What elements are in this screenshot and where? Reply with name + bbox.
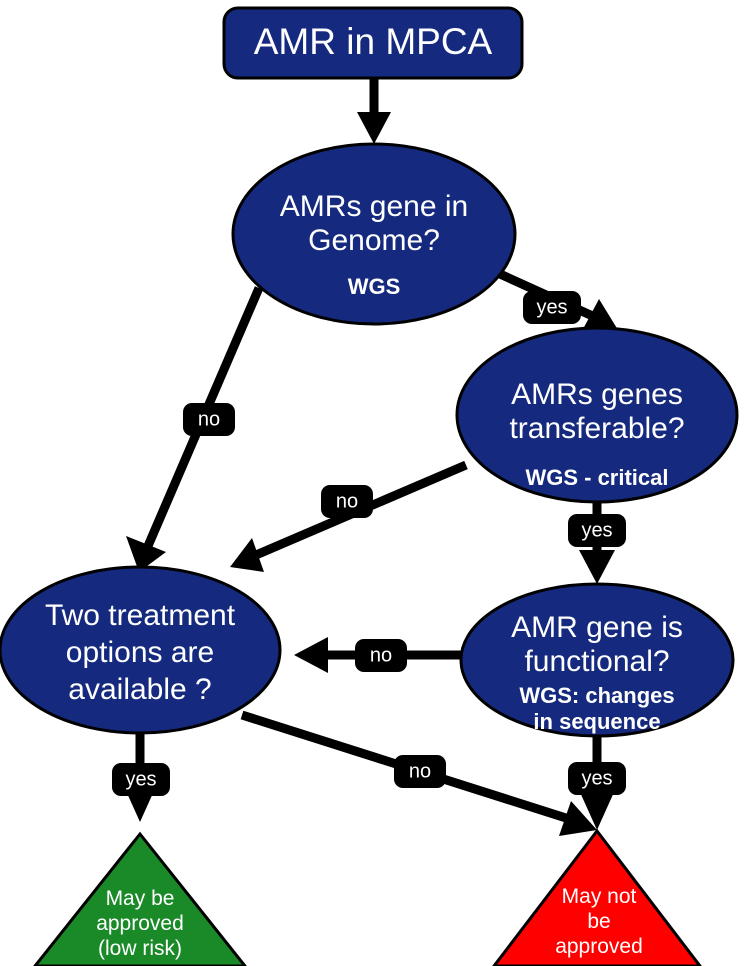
- node-start[interactable]: AMR in MPCA: [222, 6, 524, 80]
- node-genome-line1: AMRs gene in: [280, 190, 468, 223]
- edge-label-treatment-no-text: no: [409, 760, 431, 782]
- node-decision-genome[interactable]: AMRs gene in Genome? WGS: [231, 142, 517, 326]
- node-transferable-method: WGS - critical: [525, 465, 668, 490]
- edge-label-treatment-no: no: [394, 755, 446, 788]
- edge-start-to-genome: [357, 78, 391, 144]
- node-terminal-approved[interactable]: May be approved (low risk): [33, 831, 247, 966]
- edge-label-transferable-yes: yes: [568, 514, 626, 547]
- edge-label-genome-yes: yes: [523, 291, 581, 324]
- node-terminal-not-approved[interactable]: May not be approved: [492, 828, 702, 966]
- node-transferable-line1: AMRs genes: [511, 378, 683, 411]
- edge-label-genome-no-text: no: [198, 408, 220, 430]
- node-not-approved-line3: approved: [555, 935, 643, 958]
- node-decision-treatment[interactable]: Two treatment options are available ?: [0, 565, 282, 735]
- node-genome-line2: Genome?: [308, 224, 440, 257]
- node-treatment-line1: Two treatment: [45, 599, 236, 632]
- edge-label-functional-no: no: [355, 639, 407, 672]
- edge-label-treatment-yes: yes: [112, 763, 170, 796]
- edge-transferable-no-treatment: [230, 460, 468, 572]
- edge-label-transferable-no-text: no: [336, 490, 358, 512]
- edge-label-functional-yes: yes: [568, 762, 626, 795]
- node-not-approved-line1: May not: [562, 885, 637, 908]
- node-decision-functional[interactable]: AMR gene is functional? WGS: changes in …: [459, 582, 735, 738]
- edge-label-genome-no: no: [183, 403, 235, 436]
- edge-label-transferable-no: no: [321, 485, 373, 518]
- node-start-label: AMR in MPCA: [254, 21, 493, 62]
- node-decision-transferable[interactable]: AMRs genes transferable? WGS - critical: [455, 326, 739, 504]
- node-transferable-line2: transferable?: [509, 412, 684, 445]
- node-treatment-line3: available ?: [68, 673, 211, 706]
- node-functional-method-line1: WGS: changes: [519, 683, 674, 708]
- node-functional-line2: functional?: [524, 645, 669, 678]
- node-approved-line2: approved: [96, 912, 184, 935]
- edge-label-treatment-yes-text: yes: [125, 768, 156, 790]
- edge-label-transferable-yes-text: yes: [581, 519, 612, 541]
- edge-label-functional-yes-text: yes: [581, 767, 612, 789]
- node-genome-method: WGS: [348, 274, 401, 299]
- node-not-approved-line2: be: [587, 910, 610, 933]
- node-approved-line1: May be: [106, 887, 175, 910]
- node-approved-line3: (low risk): [98, 937, 182, 960]
- edge-label-genome-yes-text: yes: [536, 296, 567, 318]
- node-functional-line1: AMR gene is: [511, 611, 683, 644]
- node-treatment-line2: options are: [66, 636, 214, 669]
- node-functional-method-line2: in sequence: [533, 709, 660, 734]
- edge-label-functional-no-text: no: [370, 644, 392, 666]
